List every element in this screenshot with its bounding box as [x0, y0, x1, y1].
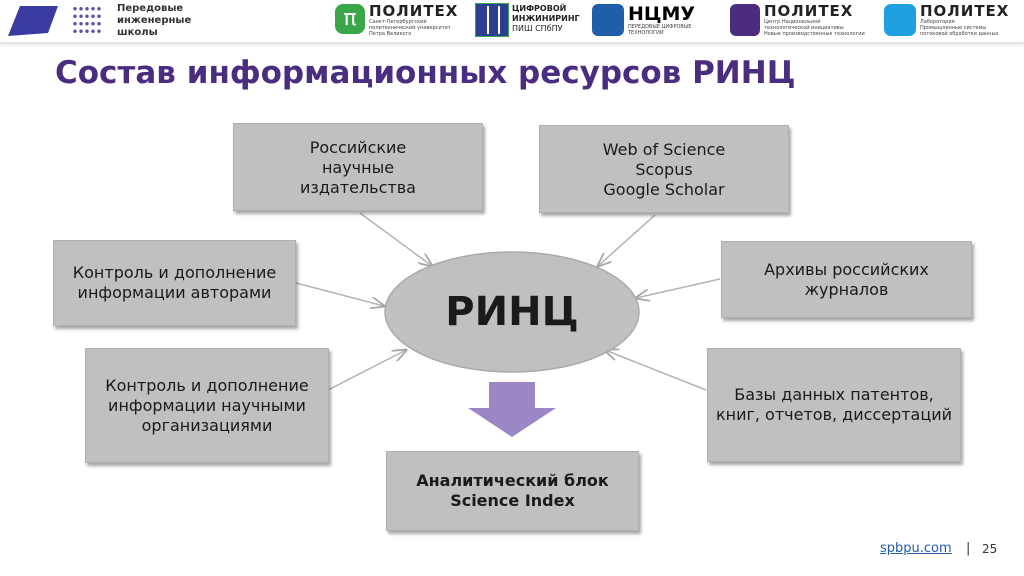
- logo-sub: Петра Великого: [369, 31, 412, 37]
- box-publishers: Российские научные издательства: [233, 123, 483, 211]
- logo-lab: ПОЛИТЕХ Лаборатория Промышленные системы…: [884, 4, 1009, 37]
- box-wos: Web of Science Scopus Google Scholar: [539, 125, 789, 213]
- page-title: Состав информационных ресурсов РИНЦ: [55, 55, 796, 91]
- grid-icon: [475, 3, 509, 37]
- logo-sub: технологической инициативы: [764, 25, 844, 31]
- logo-sub: ПИШ СПбПУ: [512, 24, 563, 33]
- center-ellipse: [384, 251, 640, 373]
- box-orgs: Контроль и дополнение информации научным…: [85, 348, 329, 463]
- arrow-wos: [598, 214, 656, 266]
- header-bar: [0, 0, 1024, 44]
- box-text: Science Index: [450, 491, 575, 510]
- dots-icon: [72, 5, 102, 35]
- logo-sub: ТЕХНОЛОГИИ: [628, 30, 664, 36]
- page-number: 25: [982, 542, 998, 556]
- box-analytic: Аналитический блок Science Index: [386, 451, 639, 531]
- logo-title: ПОЛИТЕХ: [369, 2, 459, 20]
- logo-nti: ПОЛИТЕХ Центр Национальной технологическ…: [730, 4, 865, 37]
- logo-sub: Лаборатория: [920, 19, 955, 25]
- box-archives: Архивы российских журналов: [721, 241, 972, 318]
- arrow-archives: [636, 278, 721, 298]
- footer-separator: |: [966, 541, 971, 556]
- box-text: Web of Science: [602, 140, 726, 159]
- logo-sub: Центр Национальной: [764, 19, 821, 25]
- pi-icon: π: [335, 4, 365, 34]
- logo-title: ПОЛИТЕХ: [920, 2, 1010, 20]
- box-text: Scopus: [635, 160, 693, 179]
- logo-title: ЦИФРОВОЙ ИНЖИНИРИНГ: [512, 4, 580, 23]
- box-text: Российские научные издательства: [300, 138, 416, 197]
- nti-icon: [730, 4, 760, 36]
- box-text: Контроль и дополнение информации авторам…: [72, 263, 277, 302]
- box-text: Контроль и дополнение информации научным…: [105, 375, 309, 435]
- logo-sub: ПЕРЕДОВЫЕ ЦИФРОВЫЕ: [628, 24, 692, 30]
- logo-title: ПОЛИТЕХ: [764, 2, 854, 20]
- site-link[interactable]: spbpu.com: [880, 541, 952, 556]
- box-authors: Контроль и дополнение информации авторам…: [53, 240, 296, 326]
- box-text: Google Scholar: [603, 180, 725, 199]
- logo-ncmu: НЦМУ ПЕРЕДОВЫЕ ЦИФРОВЫЕ ТЕХНОЛОГИИ: [592, 4, 695, 36]
- down-arrow-icon: [468, 382, 556, 437]
- arrow-patents: [605, 350, 707, 391]
- school-line: инженерные: [117, 15, 192, 26]
- lab-icon: [884, 4, 916, 36]
- box-patents: Базы данных патентов, книг, отчетов, дис…: [707, 348, 961, 462]
- school-line: школы: [117, 27, 158, 38]
- logo-sub: политехнический университет: [369, 25, 451, 31]
- logo-title: НЦМУ: [628, 3, 696, 25]
- logo-sub: Санкт-Петербургский: [369, 19, 427, 25]
- logo-polytech: π ПОЛИТЕХ Санкт-Петербургский политехнич…: [335, 4, 458, 37]
- center-label: РИНЦ: [445, 289, 579, 335]
- logo-sub: Промышленные системы: [920, 25, 987, 31]
- arrow-authors: [295, 282, 384, 306]
- school-name: Передовые инженерные школы: [117, 3, 191, 39]
- arrow-orgs: [327, 350, 406, 391]
- arrow-publishers: [359, 212, 432, 266]
- ncmu-icon: [592, 4, 624, 36]
- logo-sub: Новые производственные технологии: [764, 31, 865, 37]
- box-text: Аналитический блок: [416, 471, 609, 490]
- logo-sub: потоковой обработки данных: [920, 31, 999, 37]
- box-text: Архивы российских журналов: [764, 259, 929, 299]
- national-projects-logo: [8, 3, 58, 36]
- box-text: Базы данных патентов, книг, отчетов, дис…: [715, 385, 953, 424]
- school-line: Передовые: [117, 3, 184, 14]
